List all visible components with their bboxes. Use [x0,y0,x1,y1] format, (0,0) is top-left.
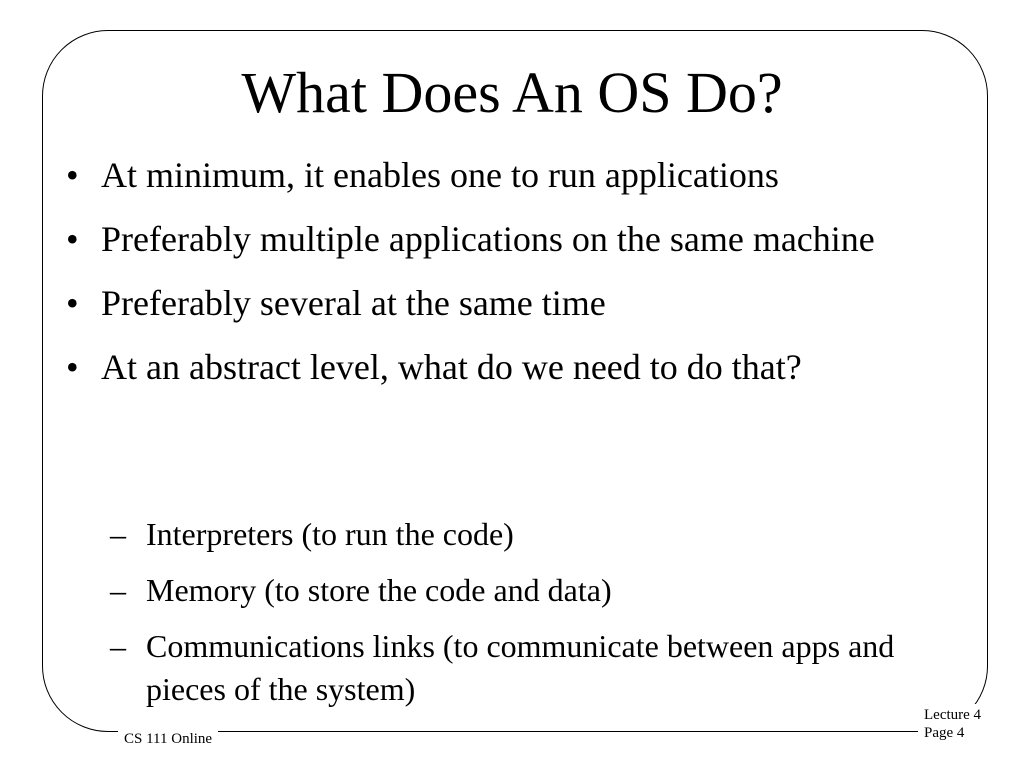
sub-bullet-text: Interpreters (to run the code) [146,516,514,552]
bullet-item: • Preferably several at the same time [66,278,946,328]
bullet-marker: • [66,347,79,387]
bullet-item: • At an abstract level, what do we need … [66,342,946,392]
bullet-marker: • [66,283,79,323]
sub-bullet-list: – Interpreters (to run the code) – Memor… [110,513,940,724]
footer-lecture-label: Lecture 4 [924,707,982,723]
bullet-list: • At minimum, it enables one to run appl… [66,150,946,406]
bullet-text: At an abstract level, what do we need to… [101,347,802,387]
sub-bullet-marker: – [110,628,126,664]
slide-title: What Does An OS Do? [241,60,783,125]
slide-frame [42,30,988,732]
sub-bullet-text: Communications links (to communicate bet… [146,628,895,707]
bullet-marker: • [66,219,79,259]
footer-course-label: CS 111 Online [118,730,219,748]
sub-bullet-marker: – [110,516,126,552]
sub-bullet-marker: – [110,572,126,608]
bullet-text: At minimum, it enables one to run applic… [101,155,779,195]
sub-bullet-item: – Memory (to store the code and data) [110,569,940,612]
sub-bullet-item: – Communications links (to communicate b… [110,625,940,711]
sub-bullet-text: Memory (to store the code and data) [146,572,612,608]
bullet-text: Preferably several at the same time [101,283,606,323]
sub-bullet-item: – Interpreters (to run the code) [110,513,940,556]
bullet-marker: • [66,155,79,195]
bullet-item: • Preferably multiple applications on th… [66,214,946,264]
bullet-text: Preferably multiple applications on the … [101,219,875,259]
bullet-item: • At minimum, it enables one to run appl… [66,150,946,200]
footer-lecture-page: Lecture 4 Page 4 [918,704,988,744]
footer-page-label: Page 4 [924,725,965,741]
